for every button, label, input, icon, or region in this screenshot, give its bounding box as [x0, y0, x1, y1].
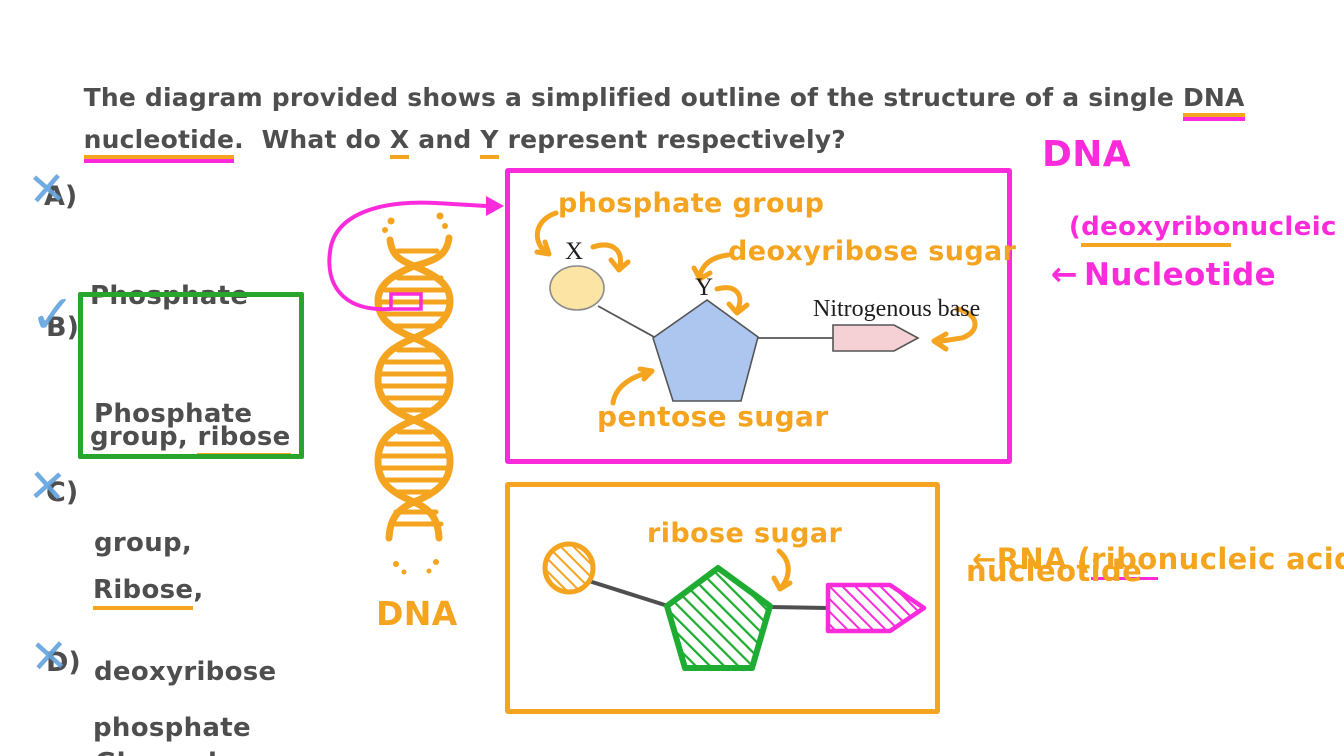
- x-marker-label: X: [565, 238, 584, 265]
- helix-dna-label: DNA: [376, 594, 458, 633]
- dna-underlined-word: DNA: [1182, 83, 1245, 117]
- cross-mark-icon: ✕: [26, 160, 69, 218]
- option-b-letter: B): [46, 312, 79, 343]
- rna-nucleotide-box: [505, 482, 940, 714]
- deoxyribose-sugar-label: deoxyribose sugar: [728, 236, 1017, 267]
- option-c-line1-suffix: ,: [193, 575, 204, 605]
- y-marker-label: Y: [695, 274, 714, 301]
- glycerol-underlined-word: Glycerol: [95, 748, 218, 756]
- option-d-text: Glycerol, deoxyribose: [95, 643, 277, 756]
- paren: (: [1066, 542, 1092, 576]
- option-c-text: Ribose, phosphate group: [93, 475, 251, 756]
- rna-annotation-line2: nucleotide: [966, 554, 1143, 588]
- pentose-sugar-label: pentose sugar: [597, 400, 829, 433]
- option-b-line3: deoxyribose: [94, 657, 277, 687]
- left-arrow-icon: ←: [972, 542, 997, 576]
- phosphate-group-label: phosphate group: [558, 188, 825, 219]
- dna-helix-illustration: [374, 212, 454, 575]
- helix-highlight-rectangle: [389, 292, 423, 311]
- nucleotide-pointer-label: ←Nucleotide: [1006, 219, 1276, 329]
- ribose-sugar-label: ribose sugar: [647, 518, 843, 549]
- rna-annotation-line1: ←RNA (ribonucleic acid): [930, 508, 1344, 610]
- subtitle-rest: nucleic acid): [1157, 542, 1344, 576]
- rna-annotation-title: RNA: [996, 542, 1067, 576]
- option-b-line2: group,: [94, 528, 193, 558]
- dna-annotation-title: DNA: [1042, 134, 1132, 175]
- cross-mark-icon: ✕: [28, 628, 70, 684]
- cross-mark-icon: ✕: [26, 458, 68, 514]
- question-line-2: nucleotide. What do X and Y represent re…: [48, 96, 846, 183]
- ribose-underlined-word: Ribose: [93, 575, 194, 610]
- nucleotide-word: Nucleotide: [1084, 257, 1276, 293]
- ribo-underlined: ribo: [1091, 542, 1158, 580]
- dna-annotation-subtitle: (deoxyribonucleic acid): [1031, 182, 1344, 272]
- left-arrow-icon: ←: [1050, 255, 1078, 293]
- option-a-line2: group, ribose: [90, 414, 291, 461]
- option-c-line2: phosphate: [93, 713, 251, 743]
- question-line-1: The diagram provided shows a simplified …: [48, 54, 1245, 141]
- option-d-letter: D): [46, 647, 81, 678]
- correct-answer-box: [78, 292, 304, 459]
- x-underlined-word: X: [389, 125, 410, 159]
- question-text: represent respectively?: [498, 125, 846, 154]
- option-c-line1: Ribose,: [93, 567, 251, 613]
- question-text: . What do: [234, 125, 390, 154]
- paren: (: [1068, 212, 1082, 242]
- deoxy-underlined: deoxy: [1081, 212, 1171, 247]
- nucleotide-underlined-word: nucleotide: [83, 125, 235, 159]
- option-a-letter: A): [44, 181, 78, 212]
- nitrogenous-base-label: Nitrogenous base: [813, 296, 981, 322]
- option-a-line2-prefix: group,: [90, 422, 198, 452]
- option-d-line1-suffix: ,: [217, 748, 227, 756]
- subtitle-rest: nucleic acid): [1230, 212, 1337, 242]
- option-b-line1: Phosphate: [94, 399, 253, 429]
- option-b-text: Phosphate group, deoxyribose: [94, 307, 276, 756]
- dna-nucleotide-box: [505, 168, 1012, 464]
- question-text: and: [409, 125, 481, 154]
- y-underlined-word: Y: [480, 125, 499, 159]
- check-mark-icon: ✓: [30, 283, 76, 346]
- option-d-line1: Glycerol,: [95, 739, 277, 756]
- question-text: The diagram provided shows a simplified …: [83, 83, 1183, 112]
- zoom-callout-arrow: [327, 196, 504, 312]
- ribose-underlined-word: ribose: [197, 422, 291, 457]
- option-c-letter: C): [46, 477, 79, 508]
- ribo-underlined: ribo: [1170, 212, 1231, 247]
